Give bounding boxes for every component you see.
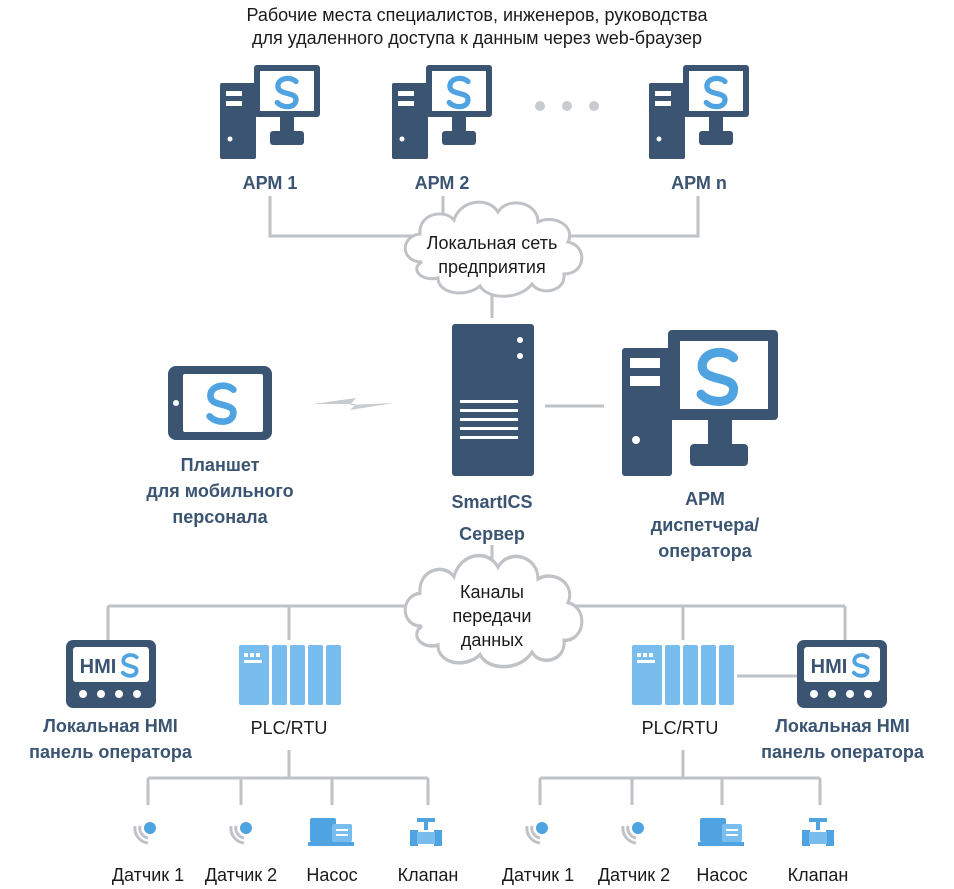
ellipsis-icon	[535, 101, 599, 111]
field-bus-connections	[106, 604, 847, 805]
right-pump-icon	[698, 818, 744, 846]
right-sensor-2-icon	[621, 820, 646, 845]
left-device-label-sensor-1: Датчик 1	[111, 865, 185, 885]
channels-line-1: Каналы	[460, 582, 524, 602]
right-valve-icon	[802, 818, 834, 846]
channels-line-3: данных	[460, 630, 524, 650]
left-plc-label: PLC/RTU	[250, 718, 328, 738]
right-plc-label: PLC/RTU	[641, 718, 719, 738]
header-line-2: для удаленного доступа к данным через we…	[251, 28, 703, 48]
operator-arm-line-2: диспетчера/	[650, 515, 760, 535]
channels-line-2: передачи	[452, 606, 532, 626]
left-hmi-badge: HMI	[80, 656, 117, 678]
tablet-icon	[168, 366, 272, 440]
left-hmi-line-2: панель оператора	[29, 742, 192, 762]
operator-arm-line-1: АРМ	[685, 489, 725, 509]
left-pump-icon	[308, 818, 354, 846]
workstation-2-label: АРМ 2	[414, 173, 470, 193]
right-hmi-line-2: панель оператора	[761, 742, 924, 762]
left-device-label-pump: Насос	[306, 865, 358, 885]
right-device-label-sensor-1: Датчик 1	[501, 865, 575, 885]
lightning-icon	[313, 398, 394, 410]
right-device-label-valve: Клапан	[787, 865, 849, 885]
left-device-label-valve: Клапан	[397, 865, 459, 885]
server-label: SmartICS Сервер	[432, 486, 552, 550]
workstation-n-icon	[649, 65, 749, 159]
workstation-1-icon	[220, 65, 320, 159]
tablet-line-1: Планшет	[180, 455, 260, 475]
right-plc-icon	[632, 645, 734, 705]
server-line-1: SmartICS	[451, 492, 533, 512]
channels-cloud-label: Каналы передачи данных	[432, 580, 552, 652]
left-sensor-2-icon	[229, 820, 254, 845]
left-sensor-1-icon	[133, 820, 158, 845]
server-icon	[452, 324, 534, 476]
right-hmi-label: Локальная HMI панель оператора	[745, 713, 940, 765]
operator-arm-line-3: оператора	[658, 541, 752, 561]
right-device-label-sensor-2: Датчик 2	[597, 865, 671, 885]
header-title: Рабочие места специалистов, инженеров, р…	[0, 4, 954, 50]
workstation-2-icon	[392, 65, 492, 159]
left-hmi-line-1: Локальная HMI	[43, 716, 178, 736]
left-device-label-sensor-2: Датчик 2	[204, 865, 278, 885]
lan-cloud-label: Локальная сеть предприятия	[412, 231, 572, 279]
left-hmi-label: Локальная HMI панель оператора	[13, 713, 208, 765]
header-line-1: Рабочие места специалистов, инженеров, р…	[246, 5, 708, 25]
right-hmi-line-1: Локальная HMI	[775, 716, 910, 736]
left-plc-icon	[239, 645, 341, 705]
server-line-2: Сервер	[459, 524, 525, 544]
right-device-label-pump: Насос	[696, 865, 748, 885]
right-sensor-1-icon	[525, 820, 550, 845]
lan-cloud-line-2: предприятия	[438, 257, 546, 277]
tablet-line-3: персонала	[172, 507, 268, 527]
left-valve-icon	[410, 818, 442, 846]
operator-arm-label: АРМ диспетчера/ оператора	[620, 486, 790, 564]
operator-computer-icon	[622, 330, 778, 476]
right-hmi-badge: HMI	[811, 656, 848, 678]
lan-connections	[268, 196, 700, 570]
workstation-1-label: АРМ 1	[242, 173, 298, 193]
lan-cloud-line-1: Локальная сеть	[426, 233, 558, 253]
tablet-line-2: для мобильного	[146, 481, 294, 501]
tablet-label: Планшет для мобильного персонала	[120, 452, 320, 530]
workstation-n-label: АРМ n	[671, 173, 727, 193]
